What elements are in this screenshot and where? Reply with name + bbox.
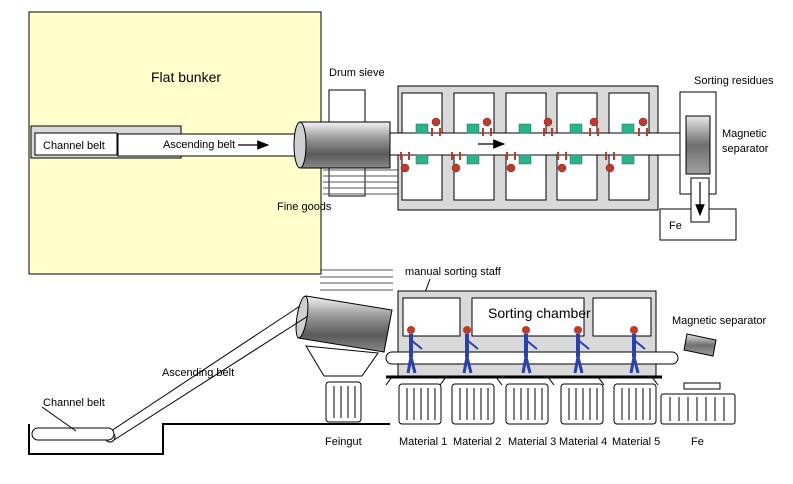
material-label-5: Material 5: [612, 436, 660, 448]
channel-belt-bottom: [28, 406, 390, 455]
feingut-container: [325, 381, 362, 423]
flat-bunker-label: Flat bunker: [151, 69, 221, 85]
material-container-1: [398, 383, 442, 425]
sorting-staff-top: [400, 117, 648, 173]
magnetic-separator-top: [685, 115, 711, 175]
sorting-residues-label: Sorting residues: [694, 75, 774, 87]
bottom-view: manual sorting staff Sorting chamber Asc…: [28, 266, 766, 455]
magnetic-separator-bottom-label: Magnetic separator: [672, 315, 766, 327]
material-label-4: Material 4: [559, 436, 607, 448]
magnetic-separator-top-label-1: Magnetic: [722, 128, 767, 140]
fe-container-bottom: [660, 393, 736, 425]
sorting-belt-top: [383, 132, 681, 156]
material-container-3: [505, 383, 549, 425]
magnetic-separator-bottom: [683, 333, 717, 357]
green-stations: [415, 123, 635, 165]
ascending-belt-bottom-label: Ascending belt: [162, 367, 234, 379]
material-label-2: Material 2: [453, 436, 501, 448]
sorting-staff-side: [406, 326, 646, 374]
material-label-1: Material 1: [399, 436, 447, 448]
channel-belt-label-box: [34, 132, 118, 156]
drum-sieve-label: Drum sieve: [329, 67, 385, 79]
feingut-label: Feingut: [325, 436, 362, 448]
magnetic-separator-top-label-2: separator: [722, 143, 769, 155]
fe-top-label: Fe: [669, 220, 682, 232]
fe-bottom-label: Fe: [691, 436, 704, 448]
channel-belt-bottom-label: Channel belt: [43, 397, 105, 409]
material-label-3: Material 3: [508, 436, 556, 448]
channel-belt-top-label: Channel belt: [43, 140, 105, 152]
manual-sorting-staff-label: manual sorting staff: [405, 266, 502, 278]
sorting-belt-side: [385, 351, 679, 365]
drum-sieve-side: [295, 295, 393, 353]
ascending-belt-top-label: Ascending belt: [163, 139, 235, 151]
fe-belt-bottom: [683, 382, 721, 390]
drum-sieve-cylinder: [293, 121, 391, 169]
chute-rail: [385, 375, 662, 386]
sorting-chamber-label: Sorting chamber: [488, 305, 591, 321]
material-container-5: [613, 383, 657, 425]
top-view: Flat bunker Channel belt Ascending belt …: [28, 11, 774, 275]
material-container-2: [451, 383, 495, 425]
fine-goods-hatching: [323, 169, 400, 195]
material-container-4: [560, 383, 604, 425]
material-containers: [398, 383, 657, 425]
drum-hopper: [305, 345, 379, 377]
drum-hatching-bottom: [320, 269, 393, 291]
fine-goods-label: Fine goods: [277, 201, 332, 213]
